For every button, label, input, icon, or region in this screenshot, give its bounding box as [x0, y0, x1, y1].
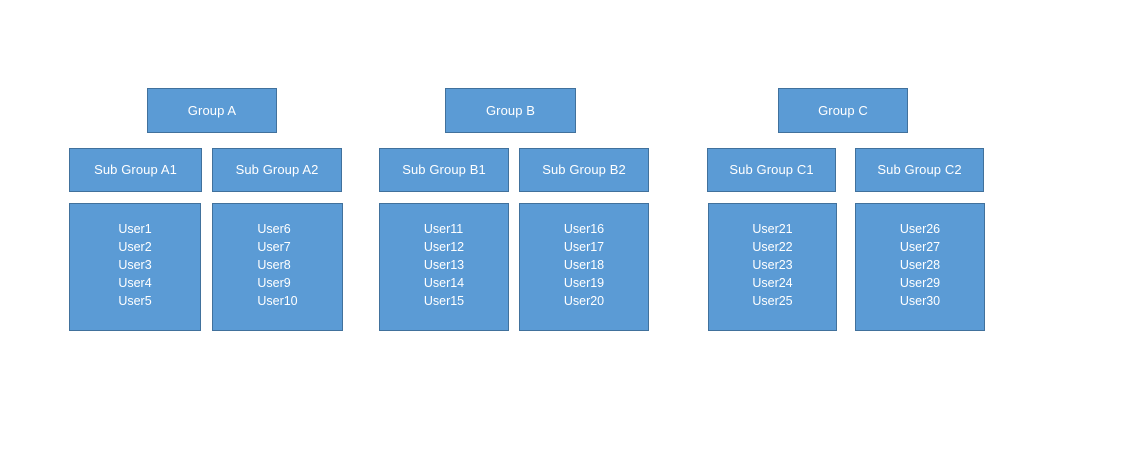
group-label: Group B [485, 102, 536, 118]
user-item: User12 [423, 240, 465, 254]
subgroup-node-sub-group-b1[interactable]: Sub Group B1 [379, 148, 509, 192]
user-item: User18 [563, 258, 605, 272]
group-node-group-a[interactable]: Group A [147, 88, 277, 133]
group-label: Group A [187, 102, 237, 118]
user-item: User11 [423, 222, 464, 236]
subgroup-label: Sub Group B2 [542, 162, 626, 177]
group-node-group-c[interactable]: Group C [778, 88, 908, 133]
user-item: User15 [423, 294, 465, 308]
user-item: User29 [899, 276, 941, 290]
user-item: User2 [118, 240, 152, 254]
user-item: User21 [752, 222, 793, 236]
subgroup-label: Sub Group C1 [729, 162, 814, 177]
user-item: User26 [899, 222, 941, 236]
user-item: User1 [118, 222, 152, 236]
subgroup-node-sub-group-b2[interactable]: Sub Group B2 [519, 148, 649, 192]
subgroup-label: Sub Group B1 [402, 162, 486, 177]
group-label: Group C [818, 102, 868, 118]
user-item: User22 [752, 240, 793, 254]
subgroup-label: Sub Group A2 [235, 162, 319, 177]
user-item: User27 [899, 240, 941, 254]
subgroup-node-sub-group-a1[interactable]: Sub Group A1 [69, 148, 202, 192]
user-item: User17 [563, 240, 605, 254]
subgroup-node-sub-group-c1[interactable]: Sub Group C1 [707, 148, 836, 192]
user-item: User9 [257, 276, 291, 290]
user-item: User10 [257, 294, 298, 308]
group-node-group-b[interactable]: Group B [445, 88, 576, 133]
user-item: User24 [752, 276, 793, 290]
user-item: User30 [899, 294, 941, 308]
subgroup-node-sub-group-a2[interactable]: Sub Group A2 [212, 148, 342, 192]
subgroup-label: Sub Group A1 [94, 162, 177, 177]
user-item: User5 [118, 294, 152, 308]
user-item: User28 [899, 258, 941, 272]
user-item: User19 [563, 276, 605, 290]
user-item: User20 [563, 294, 605, 308]
user-item: User23 [752, 258, 793, 272]
user-item: User25 [752, 294, 793, 308]
user-item: User4 [118, 276, 152, 290]
user-item: User3 [118, 258, 152, 272]
user-item: User13 [423, 258, 465, 272]
user-item: User14 [423, 276, 465, 290]
subgroup-node-sub-group-c2[interactable]: Sub Group C2 [855, 148, 984, 192]
user-item: User6 [257, 222, 291, 236]
subgroup-label: Sub Group C2 [877, 162, 962, 177]
user-item: User8 [257, 258, 291, 272]
user-item: User7 [257, 240, 291, 254]
user-item: User16 [563, 222, 605, 236]
